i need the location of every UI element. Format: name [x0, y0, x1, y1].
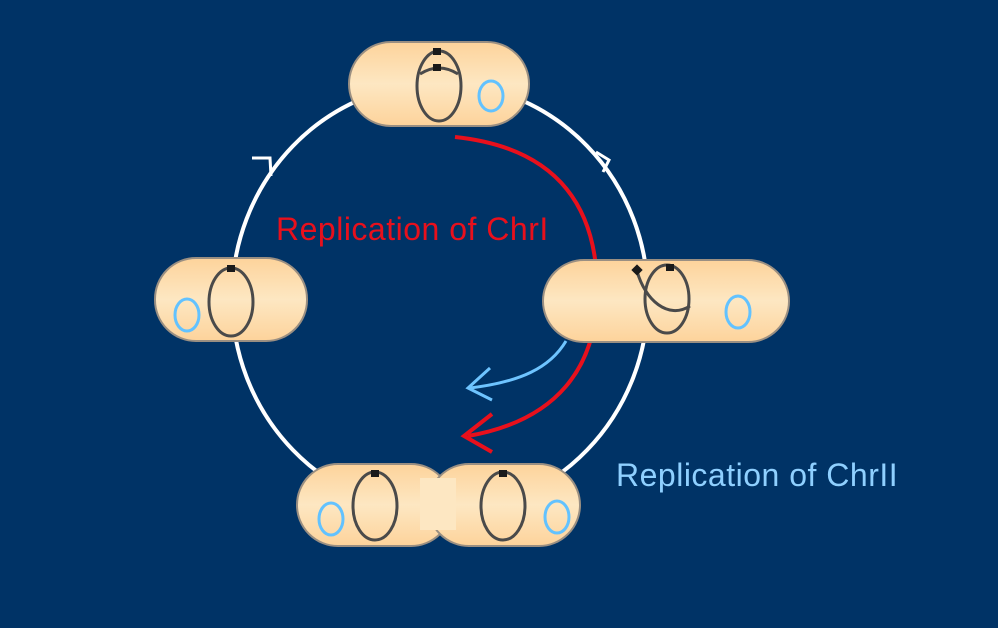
chromosome-2	[477, 79, 505, 113]
origin-marker	[227, 265, 235, 272]
origin-marker	[499, 470, 507, 477]
origin-marker	[433, 64, 441, 71]
origin-marker	[433, 48, 441, 55]
cell-body	[542, 259, 790, 343]
chr1-replication-label: Replication of ChrI	[276, 211, 549, 247]
cycle-arrowhead-right	[595, 150, 611, 173]
chr2-replication-arrow	[465, 340, 568, 402]
chr2-replication-label: Replication of ChrII	[616, 457, 898, 493]
cell-right	[542, 259, 790, 343]
origin-marker	[631, 264, 643, 276]
cell-top	[348, 41, 530, 127]
cycle-arrowhead-left	[252, 156, 273, 177]
chr2-arrowhead	[465, 366, 493, 402]
cells-bottom-dividing	[296, 463, 581, 547]
chromosome-2	[543, 499, 571, 535]
chr2-arrow-curve	[469, 340, 568, 390]
origin-marker	[666, 264, 674, 271]
chromosome-1-replication-fork	[635, 270, 691, 313]
chr1-arrowhead	[460, 412, 494, 454]
chromosome-2	[317, 501, 345, 537]
division-septum	[420, 478, 456, 530]
cell-left	[154, 257, 308, 342]
chromosome-2-replication-fork	[729, 295, 747, 301]
cell-body	[348, 41, 530, 127]
origin-marker	[371, 470, 379, 477]
cell-body	[154, 257, 308, 342]
chromosome-2	[173, 297, 201, 333]
